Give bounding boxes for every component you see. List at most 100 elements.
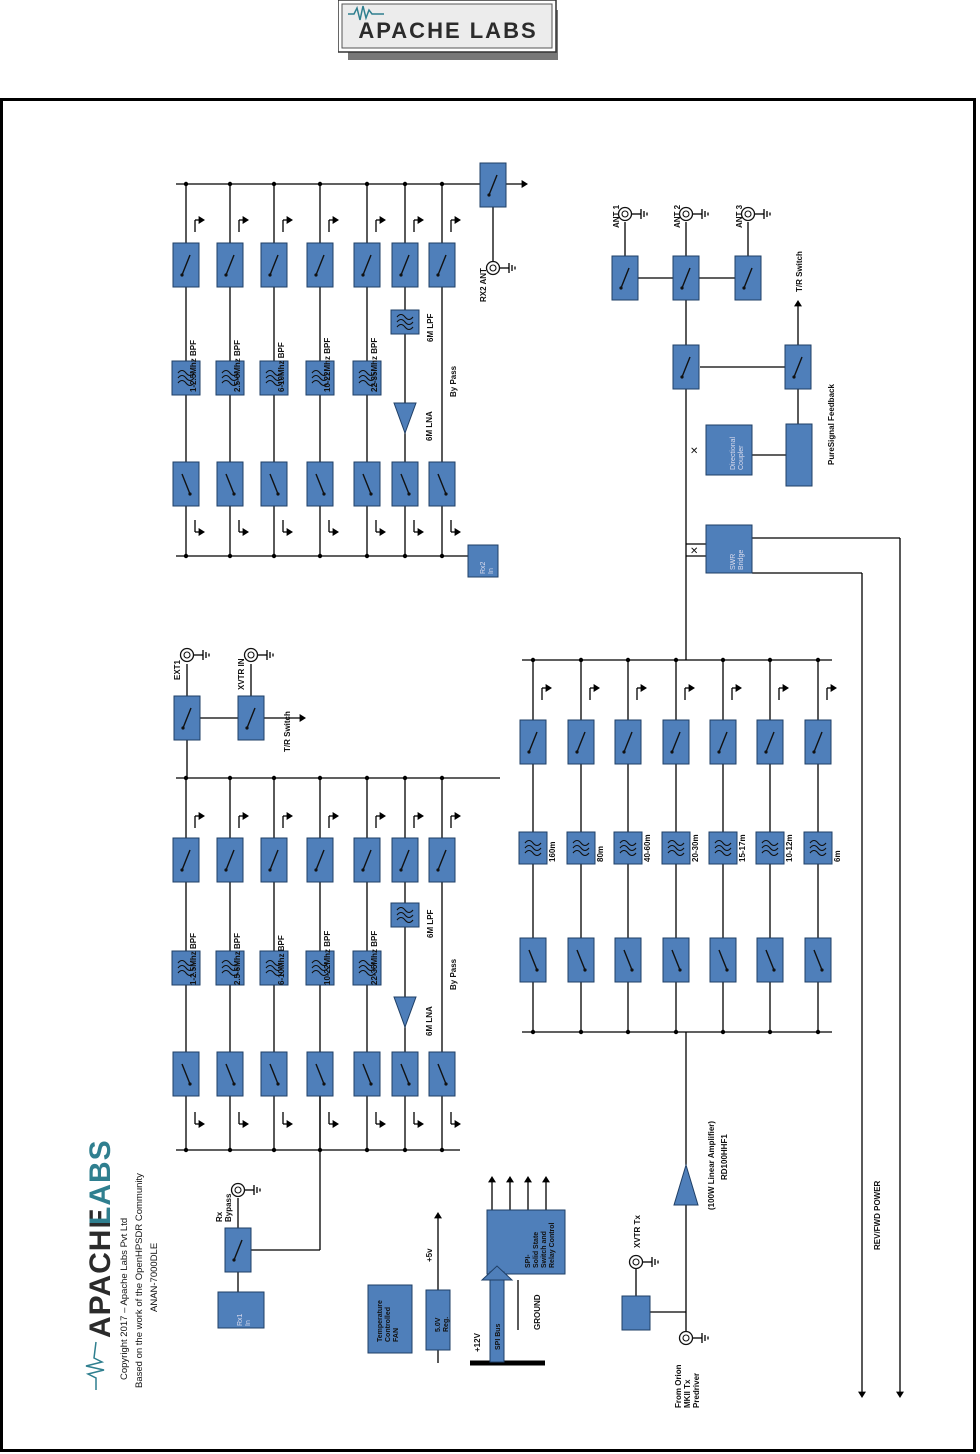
relay-pivot [188, 1082, 192, 1086]
relay-contact [315, 254, 325, 276]
arrow-head [198, 812, 205, 820]
filter-wave [311, 379, 329, 387]
relay-contact [400, 849, 410, 871]
rev-fwd-label: REV/FWD POWER [873, 1180, 882, 1250]
filter-wave [667, 844, 685, 852]
ground-label: GROUND [533, 1294, 542, 1330]
tx-band-label: 160m [548, 842, 557, 862]
relay-pivot [792, 375, 796, 379]
relay-contact [269, 473, 279, 495]
tr-switch-ant-label: T/R Switch [795, 251, 804, 292]
rx1-bpf-label: 2.5-6Mhz BPF [233, 933, 242, 985]
relay-contact [181, 1063, 191, 1085]
rx2-bpf-label: 1-2.5Mhz BPF [189, 340, 198, 392]
rx1-bypass-label: By Pass [449, 958, 458, 990]
arrow-head [242, 812, 249, 820]
spi-control-block [486, 1209, 566, 1275]
arrow-head [242, 1120, 249, 1128]
relay-contact [437, 849, 447, 871]
rx2-bypass-label: By Pass [449, 365, 458, 397]
filter-wave [358, 369, 376, 377]
regulator-label: 5.0VReg. [435, 1317, 450, 1332]
filter-wave [667, 849, 685, 857]
coax-inner [489, 264, 497, 272]
arrow-head [242, 528, 249, 536]
arrow-head [332, 528, 339, 536]
ant1-relay [611, 255, 639, 301]
relay-pivot [527, 750, 531, 754]
relay-pivot [820, 968, 824, 972]
arrow-head [454, 528, 461, 536]
relay-contact [269, 1063, 279, 1085]
filter-wave [524, 849, 542, 857]
filter-wave [358, 969, 376, 977]
filter-wave [177, 374, 195, 382]
arrow-head [332, 812, 339, 820]
relay-contact [246, 707, 256, 729]
arrow-head [198, 1120, 205, 1128]
brand-wave [85, 1341, 105, 1390]
relay-pivot [369, 1082, 373, 1086]
brand-logo-apache: APACHE [84, 1208, 117, 1338]
arrow-head [242, 216, 249, 224]
filter-wave [358, 959, 376, 967]
rx2-in-label: Rx2In [480, 561, 495, 574]
rx2-6m-lna [393, 402, 417, 435]
filter-wave [572, 844, 590, 852]
arrow-head [434, 1212, 442, 1219]
relay-pivot [583, 968, 587, 972]
relay-pivot [742, 286, 746, 290]
tx-band-label: 15-17m [738, 834, 747, 862]
filter-wave [619, 839, 637, 847]
filter-wave [524, 844, 542, 852]
relay-pivot [436, 273, 440, 277]
relay-pivot [322, 492, 326, 496]
filter-wave [311, 369, 329, 377]
rx1-bpf-label: 10-22Mhz BPF [323, 931, 332, 985]
relay-pivot [224, 273, 228, 277]
filter-wave [265, 959, 283, 967]
relay-contact [362, 849, 372, 871]
arrow-head [332, 216, 339, 224]
filter-wave [265, 969, 283, 977]
filter-wave [396, 313, 414, 321]
filter-wave [619, 844, 637, 852]
relay-pivot [180, 273, 184, 277]
arrow-head [524, 1176, 532, 1183]
rx2-bpf-label: 2.5-6Mhz BPF [233, 340, 242, 392]
rx2-ant-label: RX2 ANT [479, 268, 488, 302]
arrow-head [640, 684, 647, 692]
arrow-head [735, 684, 742, 692]
relay-contact [671, 949, 681, 971]
arrow-head [521, 180, 528, 188]
filter-wave [809, 849, 827, 857]
ant-label: ANT 1 [612, 204, 621, 228]
arrow-head [782, 684, 789, 692]
relay-pivot [314, 273, 318, 277]
coax-inner [744, 210, 752, 218]
relay-contact [225, 849, 235, 871]
filter-wave [761, 839, 779, 847]
xvtr-in-label: XVTR IN [237, 658, 246, 690]
relay-pivot [444, 1082, 448, 1086]
blocks [171, 162, 833, 1363]
relay-pivot [232, 1258, 236, 1262]
pa-label: (100W Linear Amplifier) [707, 1121, 716, 1210]
filter-wave [177, 964, 195, 972]
rx2-input-relay [260, 461, 288, 507]
tx-band-label: 20-30m [691, 834, 700, 862]
filter-wave [221, 964, 239, 972]
arrow-head [794, 300, 802, 307]
relay-contact [182, 707, 192, 729]
filter-wave [177, 379, 195, 387]
filter-wave [311, 969, 329, 977]
credits-line3: ANAN-7000DLE [149, 1243, 160, 1312]
filter-wave [761, 844, 779, 852]
arrow-head [454, 812, 461, 820]
relay-contact [488, 174, 498, 196]
filter-wave [311, 964, 329, 972]
rx1-lpf-label: 6M LPF [426, 909, 435, 938]
credits-line1: Copyright 2017 – Apache Labs Pvt Ltd [119, 1218, 130, 1380]
rx1-output-relay [391, 837, 419, 883]
xvtr-in-relay [237, 695, 265, 741]
